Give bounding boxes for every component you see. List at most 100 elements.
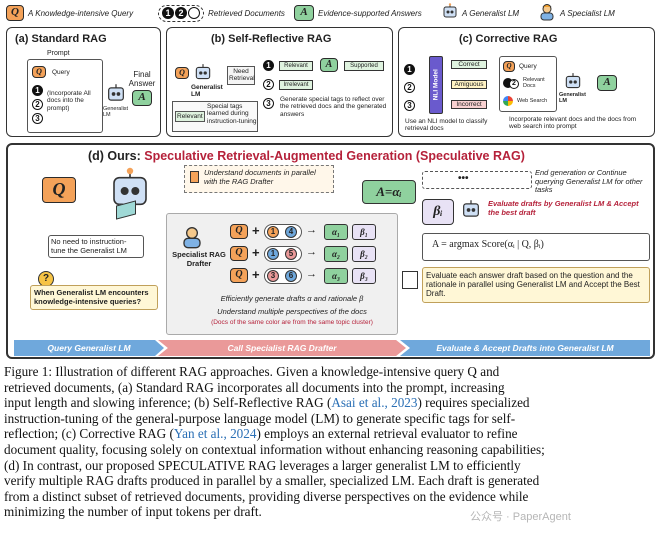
- panel-a-prompt-box: [27, 59, 103, 133]
- panel-d-formula: A = argmax Score(αᵢ | Q, βᵢ): [432, 239, 544, 250]
- caption-line-5b: ) employs an external retrieval evaluato…: [256, 426, 518, 442]
- panel-b-relevant-box: Relevant: [175, 111, 205, 123]
- panel-a-title: (a) Standard RAG: [15, 33, 107, 45]
- panel-c-relevant-docs: Relevant Docs: [523, 77, 545, 90]
- panel-c-nli-box: [429, 56, 443, 114]
- panel-b-supported-tag: Supported: [344, 61, 384, 71]
- panel-d-title: (d) Ours: Speculative Retrieval-Augmente…: [88, 149, 525, 163]
- draft-beta: β₃: [352, 268, 376, 284]
- panel-c-incorrect: Incorrect: [451, 100, 487, 110]
- panel-c-ambiguous: Amiguous: [451, 80, 487, 90]
- google-icon: [503, 96, 513, 106]
- panel-b-irrelevant-tag: Irrelevant: [279, 80, 313, 90]
- panel-c-q-badge: Q: [503, 61, 515, 72]
- panel-a-a-badge: A: [132, 90, 152, 106]
- draft-doc-a: 1: [267, 248, 279, 260]
- caption-line-8: verify multiple RAG drafts produced in p…: [4, 473, 540, 489]
- beta-box: βᵢ: [422, 199, 454, 225]
- legend-q-badge: Q: [6, 5, 24, 21]
- checklist-icon: [402, 271, 418, 289]
- caption-line-4: instruction-tuning of the general-purpos…: [4, 410, 516, 426]
- caption-line-10: minimizing the number of input tokens pe…: [4, 504, 262, 520]
- arrow-icon: →: [306, 246, 317, 258]
- panel-c-query-label: Query: [519, 63, 537, 70]
- draft-alpha: α₃: [324, 268, 348, 284]
- panel-d-understand-parallel: Understand documents in parallel with th…: [204, 168, 316, 186]
- draft-q-badge: Q: [230, 246, 248, 261]
- caption-cite-yan[interactable]: Yan et al., 2024: [173, 426, 257, 442]
- panel-d-evaluate-robot-icon: [460, 199, 482, 221]
- panel-a-generalist-label: Generalist LM: [103, 106, 129, 119]
- draft-row: Q + 3 6 → α₃ β₃: [230, 267, 396, 285]
- plus-icon: +: [252, 245, 260, 260]
- draft-doc-a: 1: [267, 226, 279, 238]
- panel-c-generalist-label: Generalist LM: [559, 92, 586, 105]
- panel-d-when-generalist: When Generalist LM encounters knowledge-…: [30, 285, 158, 311]
- watermark: 公众号 · PaperAgent: [470, 511, 571, 523]
- draft-row: Q + 1 4 → α₁ β₁: [230, 223, 396, 241]
- panel-a-doc-3: 3: [32, 113, 43, 124]
- legend-specialist-label: A Specialist LM: [560, 9, 615, 18]
- caption-cite-asai[interactable]: Asai et al., 2023: [331, 395, 418, 411]
- arrow-icon: →: [306, 224, 317, 236]
- panel-b-generate-tags: Generate special tags to reflect over th…: [280, 96, 387, 118]
- panel-c-nli-caption: Use an NLI model to classify retrieval d…: [405, 118, 488, 133]
- panel-b-generalist-label: Generalist LM: [191, 84, 223, 99]
- panel-d-evaluate-drafts: Evaluate drafts by Generalist LM & Accep…: [488, 199, 639, 217]
- panel-c-title: (c) Corrective RAG: [459, 33, 558, 45]
- draft-doc-b: 4: [285, 226, 297, 238]
- step-query-generalist: Query Generalist LM: [14, 340, 164, 356]
- step-call-drafter: Call Specialist RAG Drafter: [158, 340, 406, 356]
- panel-a-robot-icon: [105, 83, 127, 105]
- step-evaluate-accept: Evaluate & Accept Drafts into Generalist…: [400, 340, 650, 356]
- panel-c-doc-2: 2: [404, 82, 415, 93]
- panel-a-doc-2: 2: [32, 99, 43, 110]
- draft-doc-a: 3: [267, 270, 279, 282]
- panel-b-need-retrieval: Need Retrieval: [227, 66, 255, 85]
- draft-q-badge: Q: [230, 224, 248, 239]
- panel-standard-rag: (a) Standard RAG Prompt Q Query 1 2 3 (I…: [6, 27, 161, 137]
- panel-self-reflective-rag: (b) Self-Reflective RAG Q Generalist LM …: [166, 27, 393, 137]
- caption-line-2: retrieved documents, (a) Standard RAG in…: [4, 379, 505, 395]
- panel-d-efficiently: Efficiently generate drafts α and ration…: [220, 294, 364, 303]
- draft-beta: β₂: [352, 246, 376, 262]
- specialist-person-icon: [538, 3, 556, 21]
- draft-doc-b: 5: [285, 248, 297, 260]
- document-icon: [190, 171, 199, 183]
- caption-line-5: reflection; (c) Corrective RAG (Yan et a…: [4, 426, 657, 442]
- panel-d-specialist-icon: [180, 225, 204, 249]
- panel-b-doc-3: 3: [263, 98, 274, 109]
- panel-c-a-badge: A: [597, 75, 617, 91]
- caption-line-5a: reflection; (c) Corrective RAG (: [4, 426, 174, 442]
- panel-d-end-generation-visible: End generation or Continue querying Gene…: [535, 168, 653, 195]
- generalist-robot-icon: [441, 3, 459, 21]
- panel-d-title-prefix: (d) Ours:: [88, 149, 145, 163]
- parallel-note-box: [184, 165, 334, 193]
- panel-d-end-gen-text: End generation or Continue querying Gene…: [535, 168, 643, 195]
- caption-line-7: (d) In contrast, our proposed SPECULATIV…: [4, 457, 521, 473]
- panel-d-same-color: (Docs of the same color are from the sam…: [211, 319, 373, 326]
- panel-b-title: (b) Self-Reflective RAG: [211, 33, 332, 45]
- legend-doc-1: 1: [162, 7, 174, 19]
- panel-corrective-rag: (c) Corrective RAG 1 2 3 NLI Model Corre…: [398, 27, 655, 137]
- panel-b-a-badge: A: [320, 58, 338, 72]
- caption-line-1: Figure 1: Illustration of different RAG …: [4, 364, 500, 379]
- panel-d-title-main: Speculative Retrieval-Augmented Generati…: [144, 149, 525, 163]
- panel-a-incorporate: (Incorporate All docs into the prompt): [47, 90, 91, 112]
- panel-d-evaluate-each: Evaluate each answer draft based on the …: [422, 267, 650, 303]
- legend-a-badge: A: [294, 5, 314, 21]
- legend-generalist-label: A Generalist LM: [462, 9, 520, 18]
- panel-a-final-answer: Final Answer: [128, 70, 156, 89]
- panel-c-correct: Correct: [451, 60, 487, 70]
- panel-c-prompt-box: [499, 56, 557, 112]
- panel-c-doc-1: 1: [404, 64, 415, 75]
- legend-answers-label: Evidence-supported Answers: [318, 9, 422, 18]
- panel-a-query-label: Query: [52, 69, 70, 76]
- draft-row: Q + 1 5 → α₂ β₂: [230, 245, 396, 263]
- arrow-icon: →: [306, 268, 317, 280]
- draft-alpha: α₁: [324, 224, 348, 240]
- panel-b-doc-2: 2: [263, 79, 274, 90]
- end-generation-box: [422, 171, 532, 189]
- panel-c-incorporate: Incorporate relevant docs and the docs f…: [509, 116, 637, 131]
- legend-doc-3: [188, 7, 200, 19]
